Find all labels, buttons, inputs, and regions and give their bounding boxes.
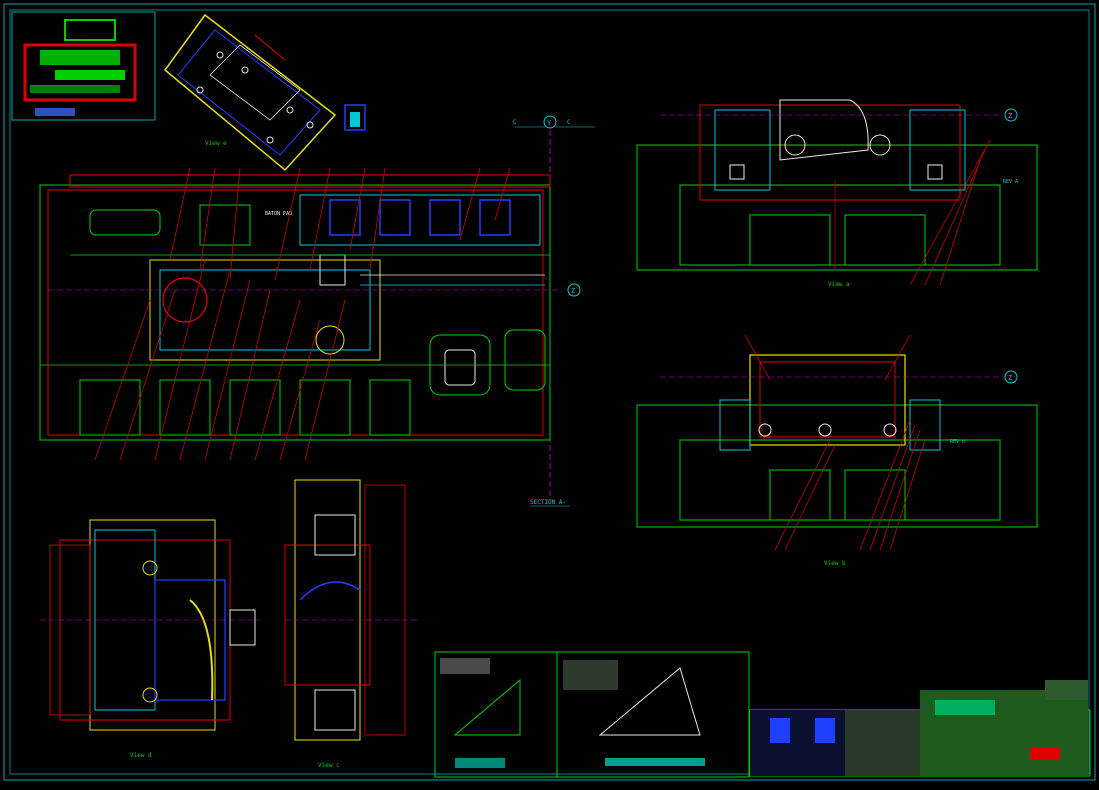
- label-view-c: View c: [318, 762, 340, 769]
- thumbnail-view: [11, 11, 156, 121]
- inner-border: [9, 9, 1090, 775]
- view-c: View c: [284, 479, 420, 769]
- view-d: View d: [40, 519, 260, 759]
- label-view-d: View d: [130, 752, 152, 759]
- label-view-b: View b: [824, 560, 846, 567]
- label-section-a: SECTION A-: [530, 499, 566, 506]
- label-axis-y: Y: [547, 119, 552, 127]
- label-view-a: View a: [828, 281, 850, 288]
- label-rev-a: REV A: [1003, 179, 1018, 185]
- view-a: Z REV A View a: [636, 99, 1038, 288]
- section-a-view: BATON PAD Z SECTION A-: [39, 174, 581, 507]
- label-view-e: View e: [205, 140, 227, 147]
- axis-y-marker: Y C C: [513, 115, 595, 500]
- label-baton-pad: BATON PAD: [265, 211, 292, 217]
- sheet-border: [3, 3, 1096, 781]
- detail-blocks: [434, 651, 750, 778]
- title-block: [749, 680, 1091, 777]
- label-axis-z-right-top: Z: [1008, 112, 1012, 120]
- view-b: Z REV b View b: [636, 334, 1038, 567]
- label-axis-z-right-bottom: Z: [1008, 374, 1012, 382]
- label-rev-b: REV b: [950, 439, 965, 445]
- label-axis-z-mid: Z: [571, 287, 575, 295]
- view-e: View e: [163, 13, 366, 172]
- label-c-left: C: [513, 119, 517, 126]
- section-a-leaders: [94, 167, 511, 461]
- label-c-right: C: [567, 119, 571, 126]
